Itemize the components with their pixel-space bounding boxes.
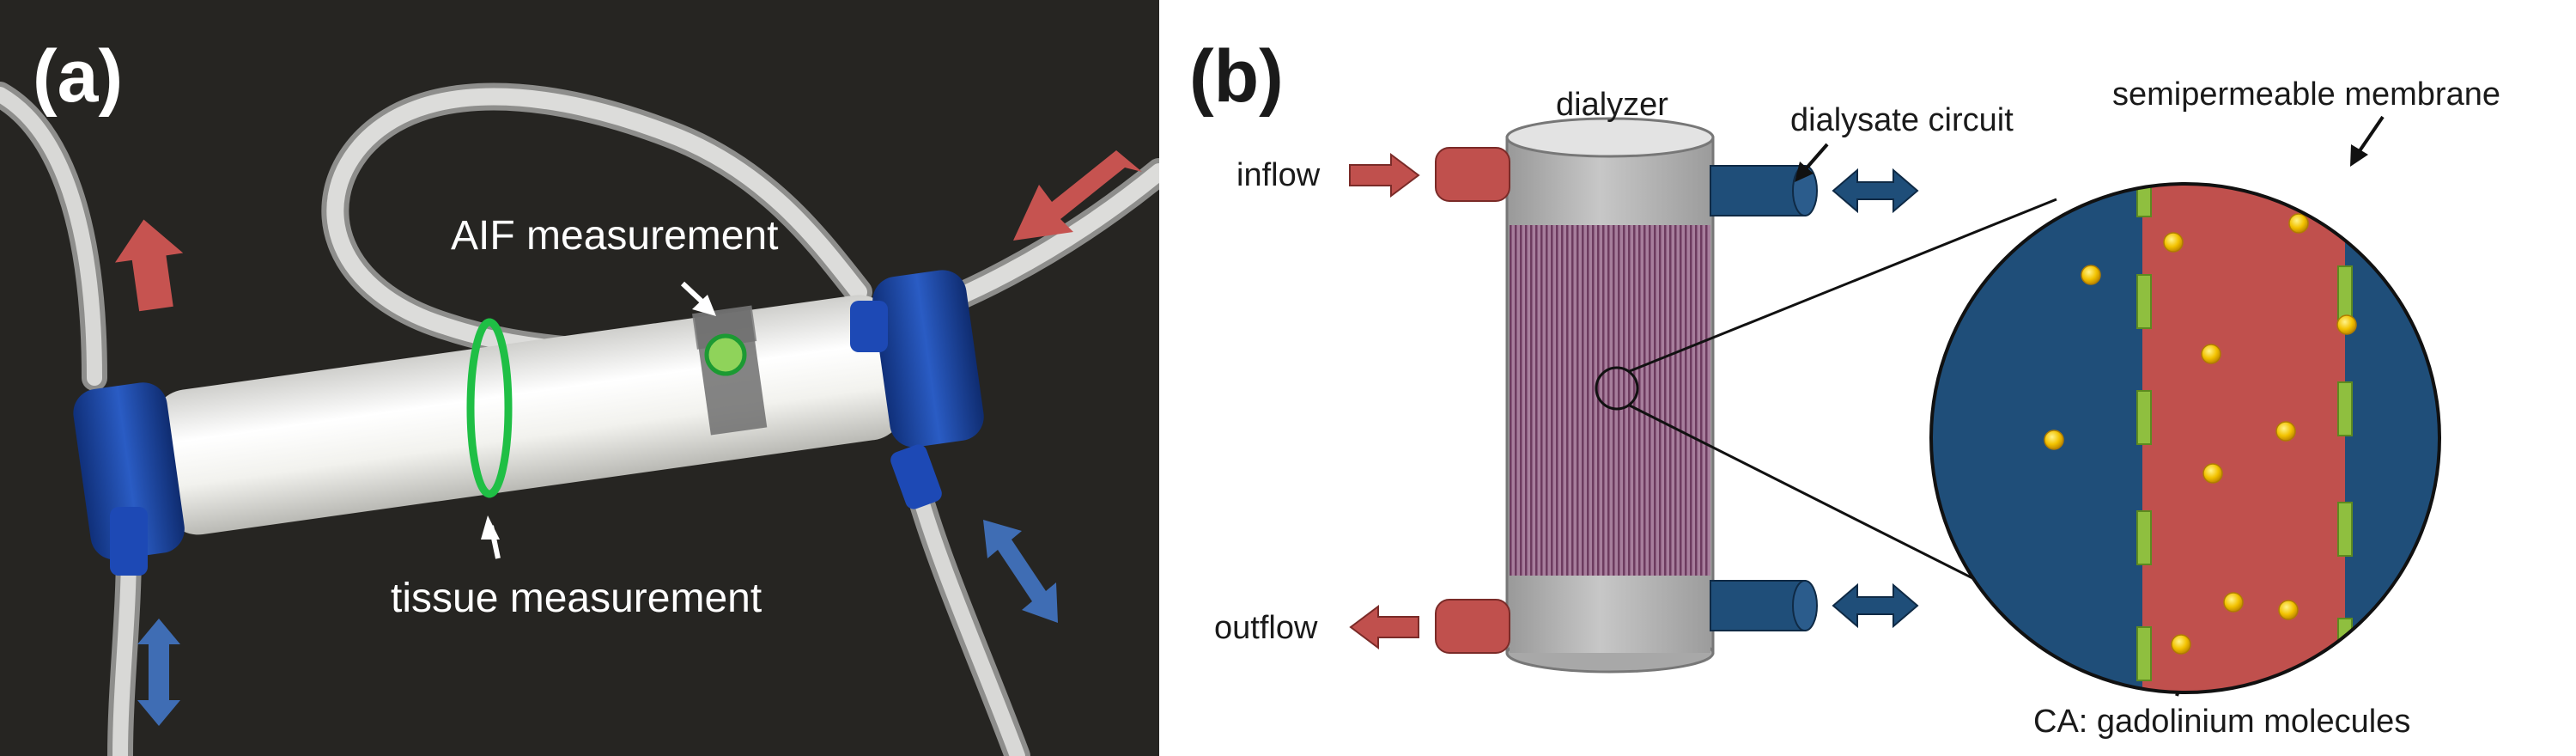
tissue-measurement-label: tissue measurement (391, 576, 762, 621)
magnified-fiber-view (1929, 161, 2464, 694)
gadolinium-molecule (2275, 421, 2296, 442)
blood-fiber-region (2142, 184, 2345, 692)
gadolinium-molecule (2171, 634, 2191, 655)
dialysate-blue-double-arrow-icon (1832, 582, 1919, 629)
blood-inlet-port (1435, 147, 1510, 202)
gadolinium-molecule (2223, 592, 2244, 613)
aif-measurement-dot (704, 333, 747, 376)
panel-b-schematic: (b) (1189, 35, 2500, 740)
dialyzer-label: dialyzer (1556, 87, 1668, 123)
dialysate-pointer-arrow (1795, 143, 1829, 182)
panel-a-photo: (a) AIF measurement tissue measurement (0, 0, 1159, 756)
membrane-pointer-arrow (2350, 115, 2385, 167)
membrane-label: semipermeable membrane (2112, 76, 2500, 113)
membrane-segment (2337, 184, 2353, 209)
gadolinium-molecule (2336, 314, 2357, 335)
zoom-lens-circle (1595, 366, 1639, 411)
outflow-red-left-arrow-icon (1349, 605, 1419, 649)
gadolinium-molecules (2044, 161, 2464, 655)
membrane-segment (2337, 618, 2353, 673)
membrane-segment (2136, 626, 2152, 681)
gadolinium-molecule (2201, 344, 2221, 364)
photo-port-bottom-right (890, 444, 942, 509)
membrane-segment (2136, 390, 2152, 445)
aif-measurement-label: AIF measurement (451, 213, 778, 259)
gadolinium-molecule (2044, 430, 2064, 450)
outflow-label: outflow (1214, 610, 1318, 646)
membrane-segment (2136, 510, 2152, 565)
gadolinium-molecule (2081, 265, 2101, 285)
membrane-segment (2337, 381, 2353, 436)
aif-pointer-arrow (680, 281, 716, 316)
inflow-red-right-arrow-icon (1349, 153, 1420, 198)
tissue-measurement-ring (466, 318, 513, 498)
gadolinium-molecule (2231, 161, 2250, 180)
membrane-segment (2136, 184, 2152, 217)
blood-outlet-port (1435, 599, 1510, 654)
gadolinium-molecule (2445, 381, 2464, 400)
dialysate-circuit-label: dialysate circuit (1790, 102, 2014, 138)
photo-blue-double-arrow-icon (983, 520, 1058, 623)
gadolinium-molecule (2288, 213, 2309, 234)
dialyzer-schematic (1435, 117, 1818, 674)
dialysate-blue-double-arrow-icon (1832, 168, 1919, 214)
dialysate-outlet-port (1710, 580, 1818, 631)
photo-blue-double-arrow-icon (137, 619, 180, 726)
inflow-label: inflow (1236, 157, 1321, 193)
gadolinium-molecule (2163, 232, 2184, 253)
dialyzer-top-rim (1505, 117, 1715, 158)
panel-b-tag: (b) (1189, 35, 1284, 118)
photo-red-arrow-icon (114, 219, 184, 312)
tissue-pointer-arrow (481, 515, 501, 559)
membrane-segment (2337, 265, 2353, 320)
zoom-circle-outline (1929, 182, 2441, 694)
membrane-segment (2136, 274, 2152, 329)
gadolinium-molecule (2278, 600, 2299, 620)
dialyzer-hollow-fibers (1510, 225, 1710, 576)
photo-red-arrow-icon (1013, 150, 1142, 241)
panel-a-tag: (a) (33, 35, 123, 118)
zoom-line-top (1629, 198, 2057, 373)
photo-port-bottom-left (110, 507, 148, 576)
gadolinium-label: CA: gadolinium molecules (2033, 704, 2410, 740)
photo-port-top-right (850, 301, 888, 352)
gadolinium-molecule (2202, 463, 2223, 484)
cartridge-right-cap (872, 270, 984, 448)
membrane-segment (2337, 502, 2353, 557)
cartridge-left-cap (73, 382, 185, 560)
